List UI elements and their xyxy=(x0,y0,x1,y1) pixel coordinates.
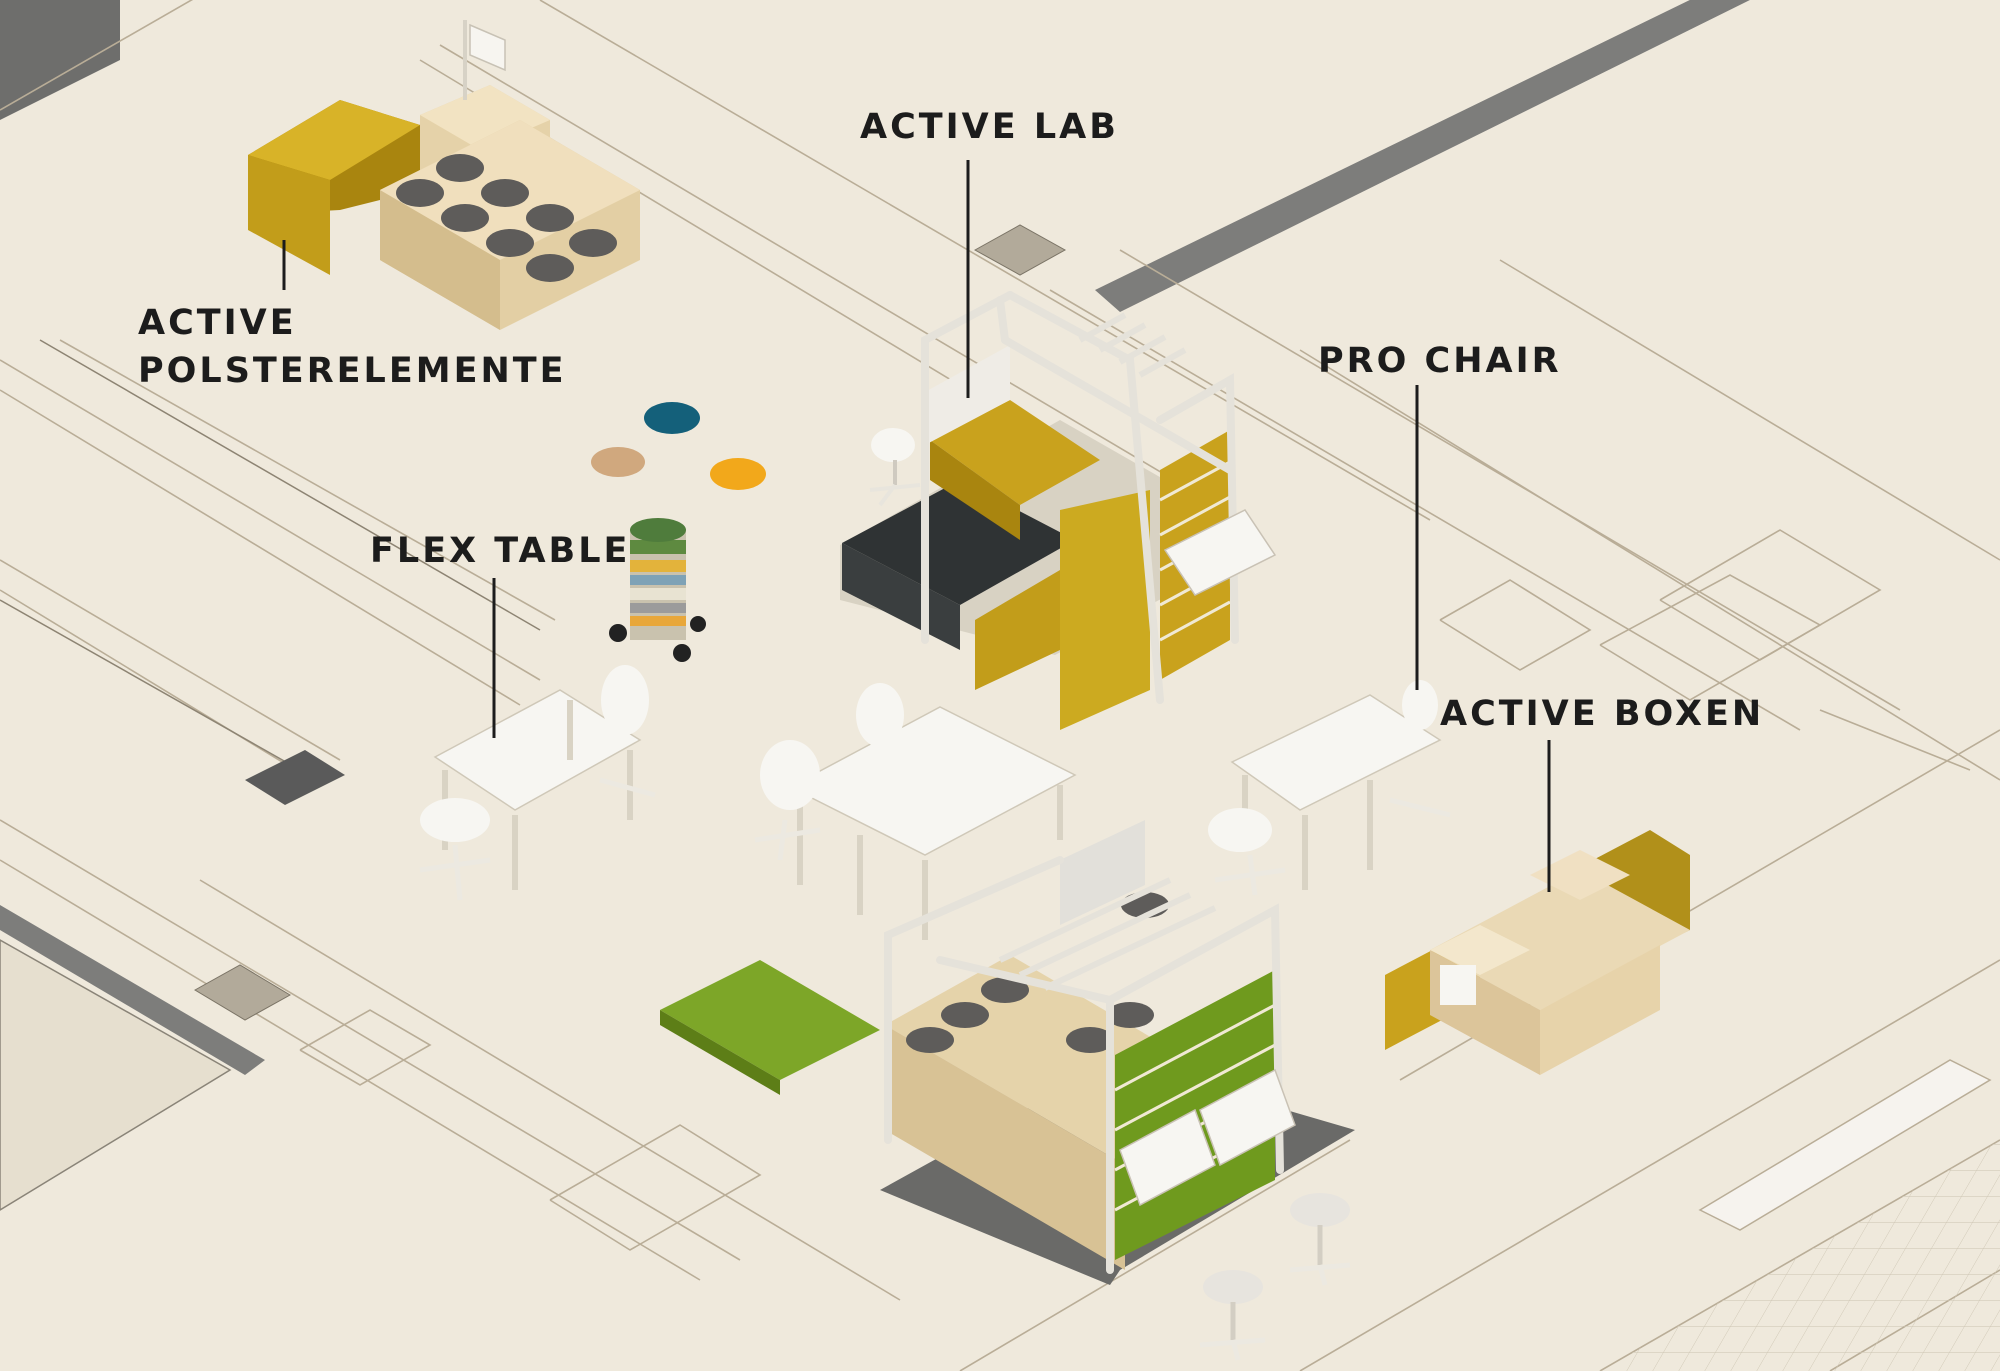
wall-top-left xyxy=(0,0,120,120)
label-active-boxen: ACTIVE BOXEN xyxy=(1440,694,1764,734)
wall-left-bottom xyxy=(0,905,265,1075)
active-boxen-furniture xyxy=(1385,830,1690,1075)
floor-poufs xyxy=(591,402,766,490)
grid-area xyxy=(1600,1140,2000,1371)
label-pro-chair: PRO CHAIR xyxy=(1318,341,1562,381)
pro-chair-table-right xyxy=(1208,680,1451,896)
active-polsterelemente-furniture xyxy=(248,20,640,330)
active-lab-shelf-unit xyxy=(660,820,1355,1285)
stools xyxy=(1199,1193,1351,1361)
floor-vent xyxy=(194,224,1067,1021)
floor-hatch xyxy=(245,750,345,805)
dimension-ticks xyxy=(0,339,541,771)
label-active-polsterelemente-line1: ACTIVE xyxy=(138,303,297,343)
wall-top-right xyxy=(1095,0,1750,312)
label-flex-table: FLEX TABLE xyxy=(370,531,630,571)
label-leader-lines xyxy=(282,160,1551,892)
label-active-lab: ACTIVE LAB xyxy=(860,107,1119,147)
flex-table-center xyxy=(754,683,1077,940)
active-lab-furniture xyxy=(840,291,1277,730)
stacked-stool-trolley xyxy=(609,518,706,662)
label-active-polsterelemente-line2: POLSTERELEMENTE xyxy=(138,351,567,391)
flex-table-left xyxy=(419,665,656,901)
